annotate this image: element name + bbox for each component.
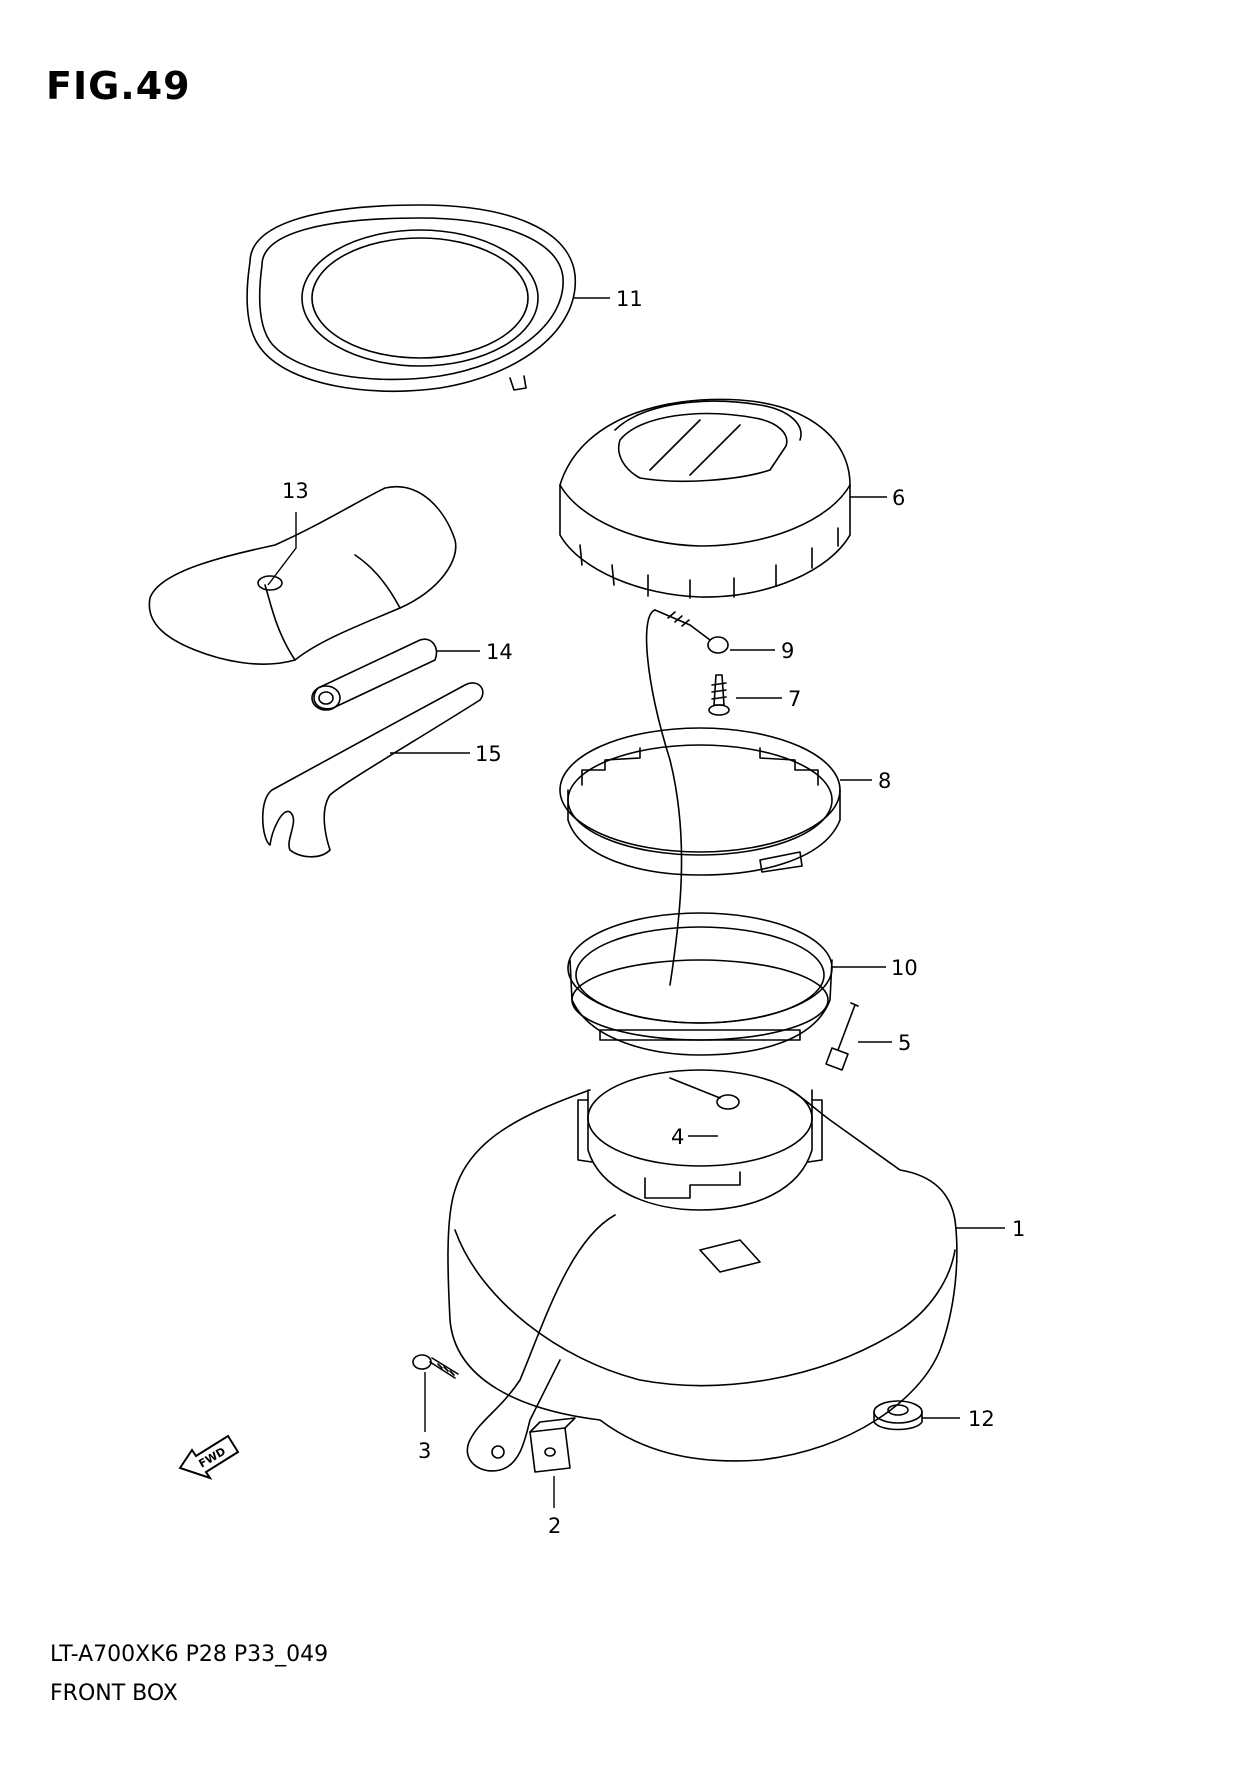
part-6-cap — [559, 398, 851, 599]
callout-12: 12 — [968, 1407, 995, 1431]
part-5-rivet — [825, 1002, 859, 1071]
callout-10: 10 — [891, 956, 918, 980]
callout-7: 7 — [788, 687, 801, 711]
part-8-lock-ring — [559, 727, 841, 876]
part-13-tool-bag — [148, 485, 457, 665]
part-10-seal — [567, 912, 833, 1056]
part-11-gasket — [246, 204, 576, 393]
callout-1: 1 — [1012, 1217, 1025, 1241]
part-1-box-body — [447, 1069, 958, 1472]
callout-2: 2 — [548, 1514, 561, 1538]
callout-8: 8 — [878, 769, 891, 793]
figure-title: FIG.49 — [46, 64, 191, 108]
part-2-clip-nut — [529, 1417, 576, 1473]
callout-11: 11 — [616, 287, 643, 311]
part-15-wrench — [261, 682, 484, 858]
part-14-socket — [311, 638, 438, 711]
leader-lines — [267, 297, 1005, 1508]
callouts: 11 6 13 14 15 9 7 8 10 5 4 1 12 3 2 — [282, 287, 1025, 1538]
part-4-terminal — [669, 1077, 740, 1110]
callout-15: 15 — [475, 742, 502, 766]
leader-13 — [267, 512, 297, 586]
callout-6: 6 — [892, 486, 905, 510]
callout-14: 14 — [486, 640, 513, 664]
model-code: LT-A700XK6 P28 P33_049 — [50, 1642, 329, 1667]
callout-3: 3 — [418, 1439, 431, 1463]
part-9-lanyard — [645, 609, 729, 986]
part-7-screw — [708, 674, 730, 716]
fwd-arrow-icon: FWD — [178, 1434, 240, 1480]
callout-5: 5 — [898, 1031, 911, 1055]
section-name: FRONT BOX — [50, 1681, 178, 1706]
part-3-bolt — [412, 1354, 459, 1379]
callout-13: 13 — [282, 479, 309, 503]
callout-4: 4 — [671, 1125, 684, 1149]
part-12-grommet — [873, 1400, 923, 1431]
callout-9: 9 — [781, 639, 794, 663]
